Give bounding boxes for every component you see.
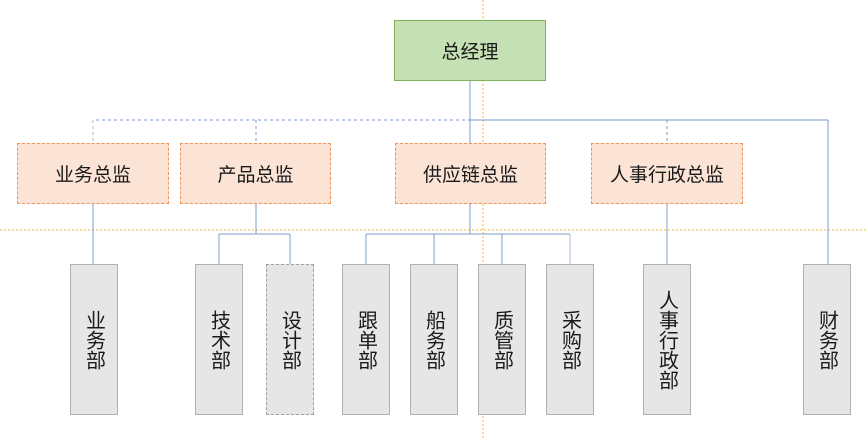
director-product: 产品总监 <box>180 143 331 204</box>
department-hr-admin: 人事行政部 <box>643 264 691 415</box>
director-supply-chain: 供应链总监 <box>395 143 546 204</box>
director-business: 业务总监 <box>17 143 169 204</box>
department-business: 业务部 <box>70 264 118 415</box>
director-hr-admin: 人事行政总监 <box>591 143 743 204</box>
department-purchasing: 采购部 <box>546 264 594 415</box>
department-quality: 质管部 <box>478 264 526 415</box>
department-finance: 财务部 <box>803 264 851 415</box>
department-tech: 技术部 <box>195 264 243 415</box>
department-merchandising: 跟单部 <box>342 264 390 415</box>
department-shipping: 船务部 <box>410 264 458 415</box>
department-design: 设计部 <box>266 264 314 415</box>
ceo-node: 总经理 <box>394 20 546 81</box>
